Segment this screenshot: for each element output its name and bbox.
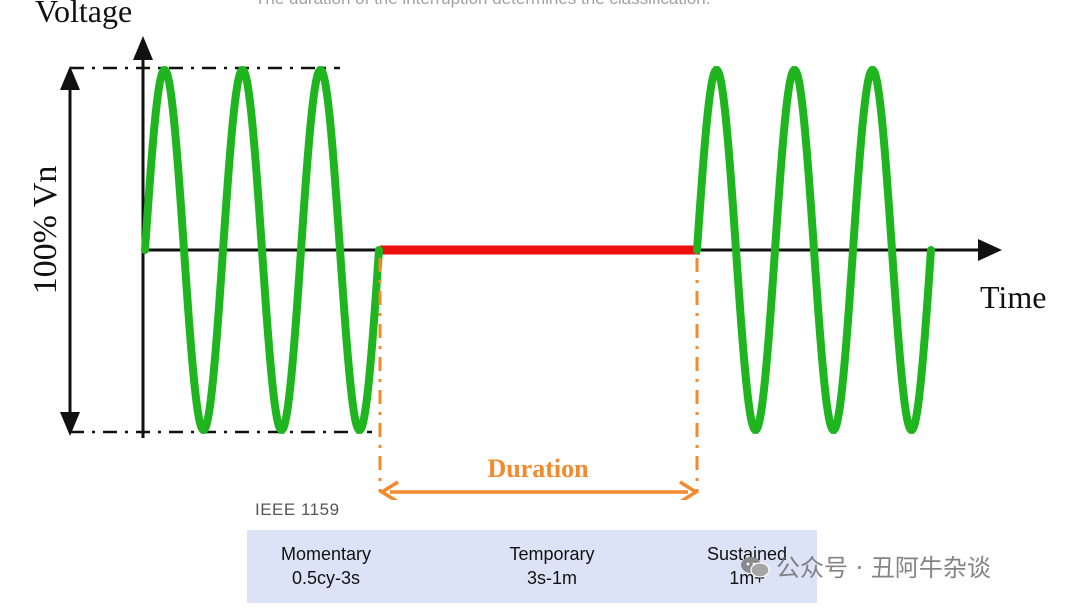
amplitude-arrow-up-head [60, 66, 80, 90]
duration-arrow-left-head [378, 480, 399, 500]
amplitude-arrow-down-head [60, 412, 80, 436]
class-temporary: Temporary 3s-1m [477, 542, 627, 590]
classification-band: Momentary 0.5cy-3s Temporary 3s-1m Susta… [247, 530, 817, 603]
class-momentary-name: Momentary [280, 544, 372, 564]
watermark: 公众号 · 丑阿牛杂谈 [740, 548, 991, 583]
watermark-text: 公众号 · 丑阿牛杂谈 [776, 554, 991, 582]
class-momentary-range: 0.5cy-3s [291, 568, 361, 588]
diagram-caption: The duration of the interruption determi… [255, 0, 710, 8]
class-temporary-range: 3s-1m [526, 568, 577, 588]
amplitude-label: 100% Vn [27, 166, 64, 295]
time-axis-label: Time [980, 279, 1046, 315]
voltage-axis-arrowhead [133, 36, 153, 60]
duration-label: Duration [487, 454, 589, 483]
waveform-after-interruption [693, 66, 935, 434]
waveform-before-interruption [141, 66, 383, 434]
voltage-axis-label: Voltage [35, 0, 132, 29]
standard-label: IEEE 1159 [255, 500, 340, 519]
time-axis-arrowhead [978, 239, 1002, 261]
class-momentary: Momentary 0.5cy-3s [255, 542, 397, 590]
duration-arrow-right-head [679, 480, 700, 500]
class-sustained-name: Sustained [706, 544, 788, 564]
interruption-diagram: The duration of the interruption determi… [27, 0, 1046, 500]
class-temporary-name: Temporary [509, 544, 595, 564]
wechat-icon [741, 557, 770, 578]
